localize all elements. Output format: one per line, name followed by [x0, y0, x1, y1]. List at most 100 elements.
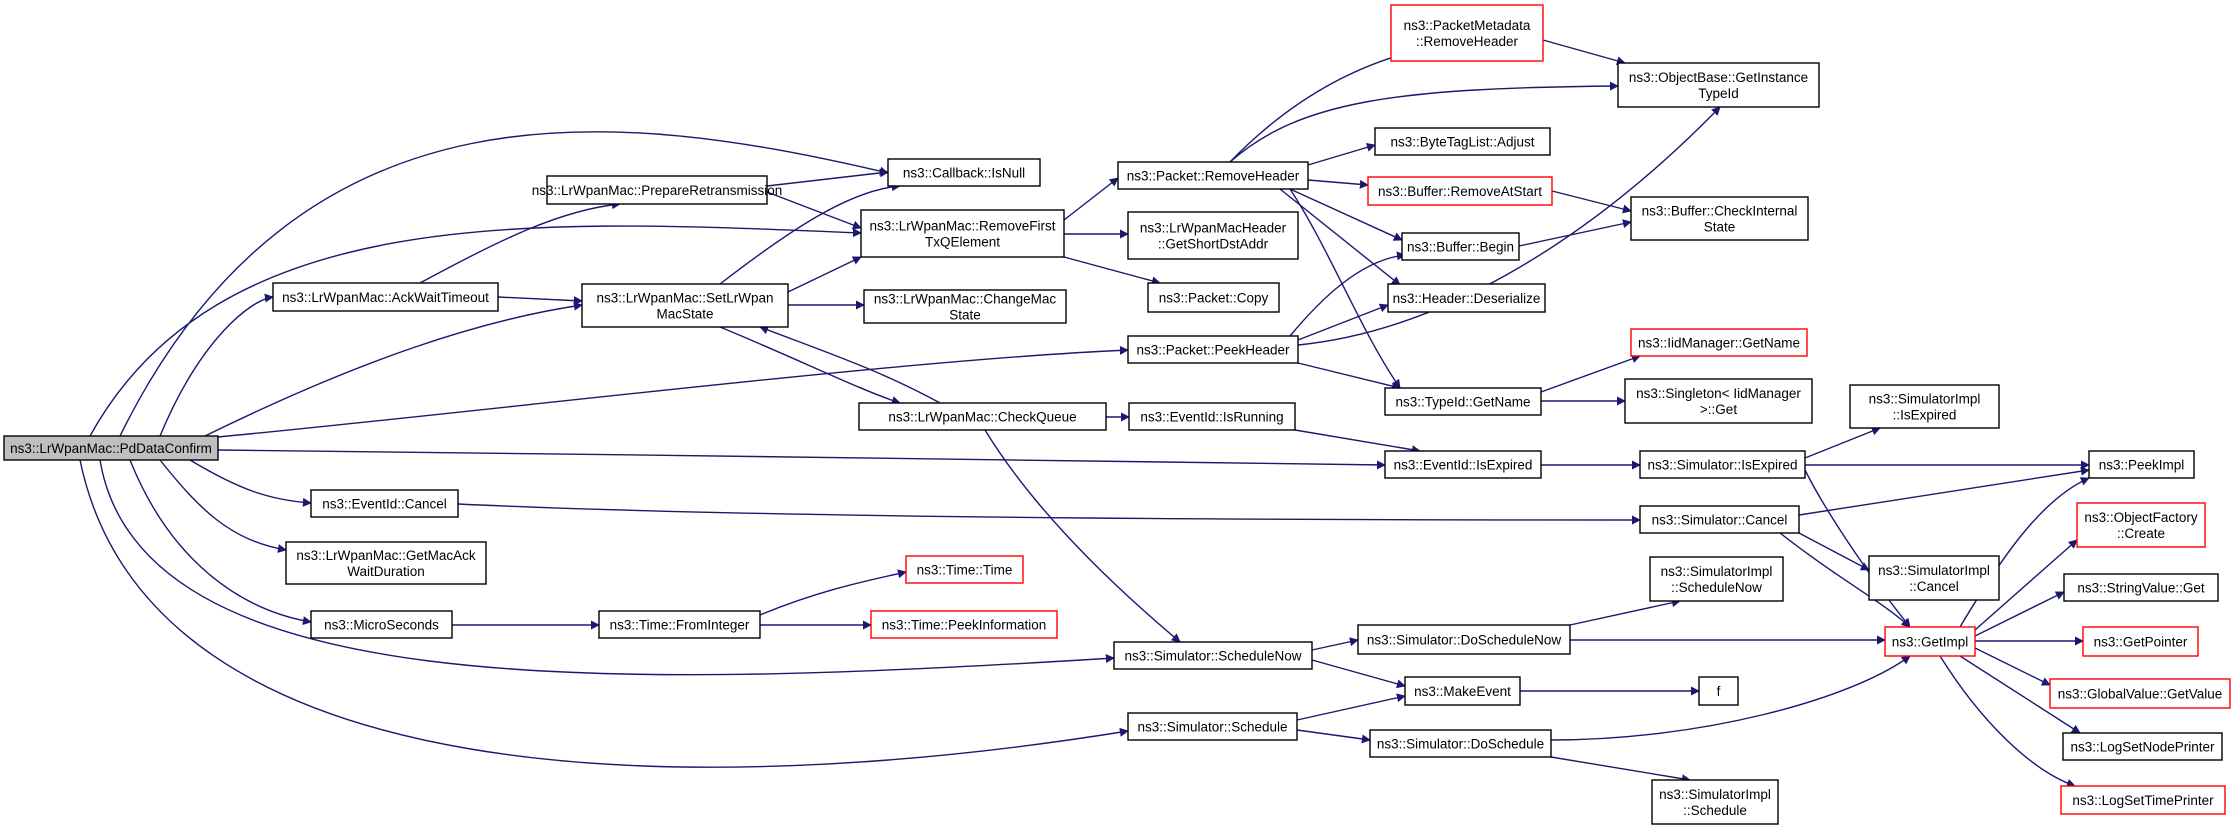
node-box — [1147, 282, 1280, 313]
node-implschedule[interactable]: ns3::SimulatorImpl::Schedule — [1651, 779, 1779, 825]
node-objfactory[interactable]: ns3::ObjectFactory::Create — [2076, 502, 2206, 548]
node-implschednow[interactable]: ns3::SimulatorImpl::ScheduleNow — [1649, 556, 1784, 602]
node-box — [310, 610, 453, 639]
node-box — [860, 209, 1065, 258]
node-getpointer[interactable]: ns3::GetPointer — [2082, 626, 2199, 657]
node-label: ns3::MakeEvent — [1414, 684, 1511, 699]
node-box — [1639, 450, 1806, 479]
node-typeidgetname[interactable]: ns3::TypeId::GetName — [1384, 387, 1542, 416]
node-hdrdeser[interactable]: ns3::Header::Deserialize — [1387, 283, 1546, 313]
node-peekinfo[interactable]: ns3::Time::PeekInformation — [870, 610, 1058, 639]
node-evisrunning[interactable]: ns3::EventId::IsRunning — [1128, 402, 1296, 431]
node-box — [1639, 505, 1800, 534]
node-simisexpired[interactable]: ns3::Simulator::IsExpired — [1639, 450, 1806, 479]
node-implisexpired[interactable]: ns3::SimulatorImpl::IsExpired — [1849, 384, 2000, 429]
node-label: ns3::LrWpanMac::AckWaitTimeout — [282, 290, 489, 305]
node-getshortdst[interactable]: ns3::LrWpanMacHeader::GetShortDstAddr — [1127, 211, 1299, 260]
node-label: ns3::TypeId::GetName — [1395, 395, 1530, 410]
edge-removefirst-to-pktremovehdr — [1063, 177, 1119, 221]
node-label: ns3::Buffer::RemoveAtStart — [1378, 184, 1542, 199]
node-globalget[interactable]: ns3::GlobalValue::GetValue — [2049, 678, 2231, 709]
node-label: ns3::StringValue::Get — [2077, 581, 2205, 596]
node-label: ns3::ByteTagList::Adjust — [1390, 135, 1534, 150]
node-pktcopy[interactable]: ns3::Packet::Copy — [1147, 282, 1280, 313]
edge-getimpl-to-lognode — [1959, 655, 2081, 734]
edge-schedule-to-makeevent — [1296, 693, 1406, 721]
node-box — [1384, 450, 1542, 479]
node-box — [1630, 328, 1808, 357]
node-bufbegin[interactable]: ns3::Buffer::Begin — [1401, 232, 1520, 261]
node-bufremove[interactable]: ns3::Buffer::RemoveAtStart — [1367, 176, 1553, 206]
node-box — [2049, 678, 2231, 709]
node-microsec[interactable]: ns3::MicroSeconds — [310, 610, 453, 639]
edge-root-to-ackwait — [159, 293, 274, 437]
node-label: State — [1704, 220, 1736, 235]
edge-peekheader-to-typeidgetname — [1297, 362, 1401, 391]
node-box — [1387, 283, 1546, 313]
node-box — [1649, 556, 1784, 602]
node-box — [1113, 641, 1313, 670]
node-label: ns3::LrWpanMac::SetLrWpan — [596, 291, 773, 306]
node-bytetagadjust[interactable]: ns3::ByteTagList::Adjust — [1374, 127, 1551, 156]
node-strvalget[interactable]: ns3::StringValue::Get — [2063, 573, 2219, 602]
node-box — [858, 402, 1107, 431]
edge-root-to-isnull — [119, 131, 889, 437]
node-makeevent[interactable]: ns3::MakeEvent — [1404, 676, 1521, 706]
node-timetime[interactable]: ns3::Time::Time — [905, 555, 1024, 584]
node-root[interactable]: ns3::LrWpanMac::PdDataConfirm — [3, 435, 219, 461]
edge-root-to-evisexpired — [217, 449, 1386, 470]
node-label: ns3::Simulator::Cancel — [1652, 513, 1788, 528]
node-singleton[interactable]: ns3::Singleton< IidManager>::Get — [1624, 378, 1813, 424]
node-getimpl[interactable]: ns3::GetImpl — [1884, 626, 1976, 657]
node-ackwait[interactable]: ns3::LrWpanMac::AckWaitTimeout — [272, 282, 499, 312]
node-simcancel[interactable]: ns3::Simulator::Cancel — [1639, 505, 1800, 534]
node-evisexpired[interactable]: ns3::EventId::IsExpired — [1384, 450, 1542, 479]
node-pmremovehdr[interactable]: ns3::PacketMetadata::RemoveHeader — [1390, 4, 1544, 62]
edge-simcancel-to-implcancel — [1798, 532, 1870, 571]
edge-schednow-to-makeevent — [1311, 659, 1406, 689]
node-pktremovehdr[interactable]: ns3::Packet::RemoveHeader — [1117, 161, 1309, 190]
node-box — [1651, 779, 1779, 825]
node-logtime[interactable]: ns3::LogSetTimePrinter — [2060, 785, 2226, 815]
node-f[interactable]: f — [1698, 676, 1739, 706]
edge-pktremovehdr-to-getinstance — [1229, 81, 1619, 163]
node-iidgetname[interactable]: ns3::IidManager::GetName — [1630, 328, 1808, 357]
node-schednow[interactable]: ns3::Simulator::ScheduleNow — [1113, 641, 1313, 670]
node-peekheader[interactable]: ns3::Packet::PeekHeader — [1127, 335, 1299, 364]
node-schedule[interactable]: ns3::Simulator::Schedule — [1127, 712, 1298, 741]
node-peekimpl[interactable]: ns3::PeekImpl — [2088, 450, 2195, 479]
node-label: ns3::GlobalValue::GetValue — [2058, 687, 2223, 702]
node-label: ns3::Simulator::Schedule — [1137, 720, 1287, 735]
node-label: ns3::PacketMetadata — [1404, 18, 1531, 33]
edge-evisrunning-to-evisexpired — [1294, 429, 1421, 455]
edge-doschedule-to-implschedule — [1550, 756, 1691, 784]
node-frominteger[interactable]: ns3::Time::FromInteger — [598, 610, 761, 639]
node-dosched[interactable]: ns3::Simulator::DoScheduleNow — [1357, 624, 1571, 655]
node-isnull[interactable]: ns3::Callback::IsNull — [887, 158, 1041, 187]
node-box — [870, 610, 1058, 639]
node-preretx[interactable]: ns3::LrWpanMac::PrepareRetransmission — [532, 175, 783, 205]
node-label: TxQElement — [925, 235, 1000, 250]
edge-frominteger-to-timetime — [759, 569, 907, 616]
node-checkqueue[interactable]: ns3::LrWpanMac::CheckQueue — [858, 402, 1107, 431]
node-lognode[interactable]: ns3::LogSetNodePrinter — [2062, 732, 2223, 761]
node-box — [1404, 676, 1521, 706]
node-box — [1384, 387, 1542, 416]
node-box — [863, 289, 1067, 324]
node-implcancel[interactable]: ns3::SimulatorImpl::Cancel — [1868, 555, 2000, 601]
node-doschedule[interactable]: ns3::Simulator::DoSchedule — [1369, 729, 1552, 758]
node-evcancel[interactable]: ns3::EventId::Cancel — [310, 489, 459, 518]
edge-schednow-to-dosched — [1311, 637, 1359, 651]
edge-root-to-microsec — [129, 459, 312, 626]
node-label: ns3::LogSetTimePrinter — [2072, 793, 2214, 808]
node-label: ns3::SimulatorImpl — [1878, 563, 1990, 578]
node-box — [1127, 335, 1299, 364]
edge-pktremovehdr-to-pmremovehdr — [1229, 53, 1401, 163]
node-label: ::Schedule — [1683, 803, 1747, 818]
